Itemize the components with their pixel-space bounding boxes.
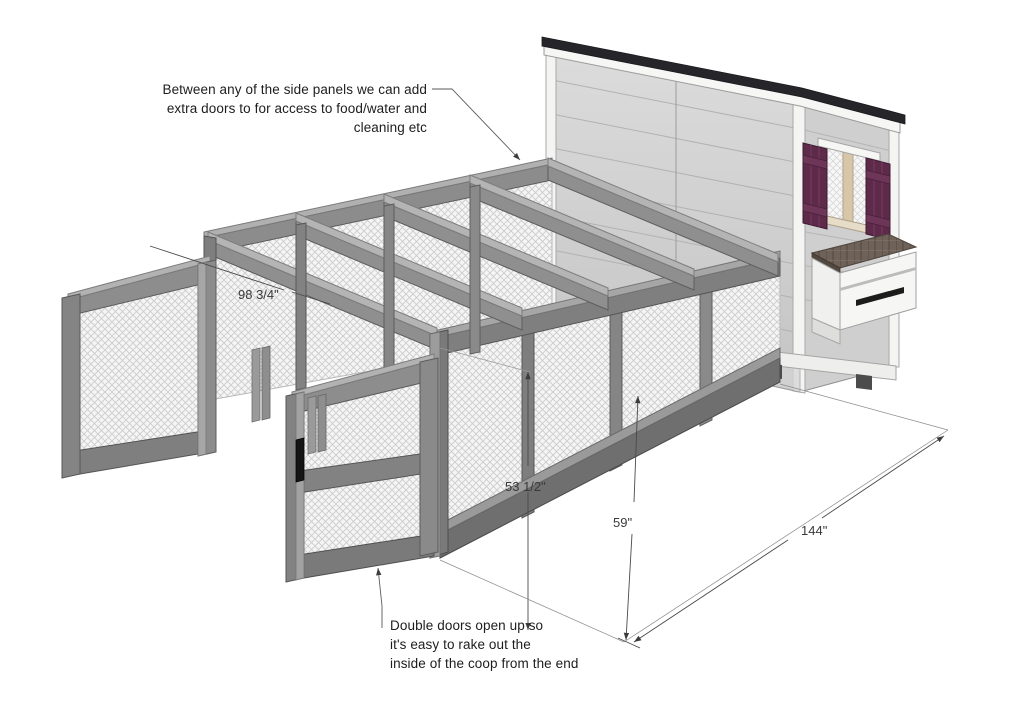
door-jamb-uprights [251,345,327,455]
dimension-144: 144" [801,523,828,538]
leader-side-panel-note [432,88,521,161]
leader-double-doors-note [376,567,383,628]
shutter-left-batten-top [802,154,828,170]
shutter-right [865,157,891,241]
nesting-box-handle [856,287,904,306]
door-inner[interactable] [285,353,439,583]
dimension-59: 59" [613,515,633,530]
dimension-53-1-2: 53 1/2" [505,479,546,494]
coop-roof-edge [541,36,906,125]
nesting-box [810,233,918,345]
door-inner-left-stile-face [295,391,305,581]
nesting-box-lid-line [840,267,916,291]
dimension-59-line [623,395,641,641]
dimension-53-line [439,347,531,630]
shutter-left-batten-bottom [802,202,828,218]
door-inner-right-stile [419,357,439,557]
shutter-right-batten-bottom [865,213,891,229]
annotation-side-panel-doors: Between any of the side panels we can ad… [162,82,427,136]
dimension-ground-corner-ticks [617,637,641,649]
dimension-98-3-4: 98 3/4" [238,287,279,302]
annotation-leaders [376,88,521,628]
coop-corner-trim-mid [792,93,806,394]
door-outer-right-stile-face [197,261,207,457]
door-handle[interactable] [295,437,305,483]
coop-foot-right [856,374,872,390]
coop-window-assembly [802,137,891,241]
dimension-144-line [633,435,945,643]
dimension-ground-extensions [439,383,949,643]
nesting-box-support [811,317,841,345]
run-rafters [207,157,779,351]
shutter-right-batten-top [865,169,891,185]
dimension-98-line [149,245,331,305]
nesting-box-side [839,251,917,331]
annotation-double-doors: Double doors open up so it's easy to rak… [390,618,579,672]
door-outer-left-stile [61,293,81,479]
window-sash-stile [842,149,854,224]
door-outer[interactable] [61,255,217,479]
run-back-studs [295,184,481,391]
run-roof-frame [203,157,781,357]
run-front-wall [439,265,781,559]
dimension-lines [149,245,949,649]
